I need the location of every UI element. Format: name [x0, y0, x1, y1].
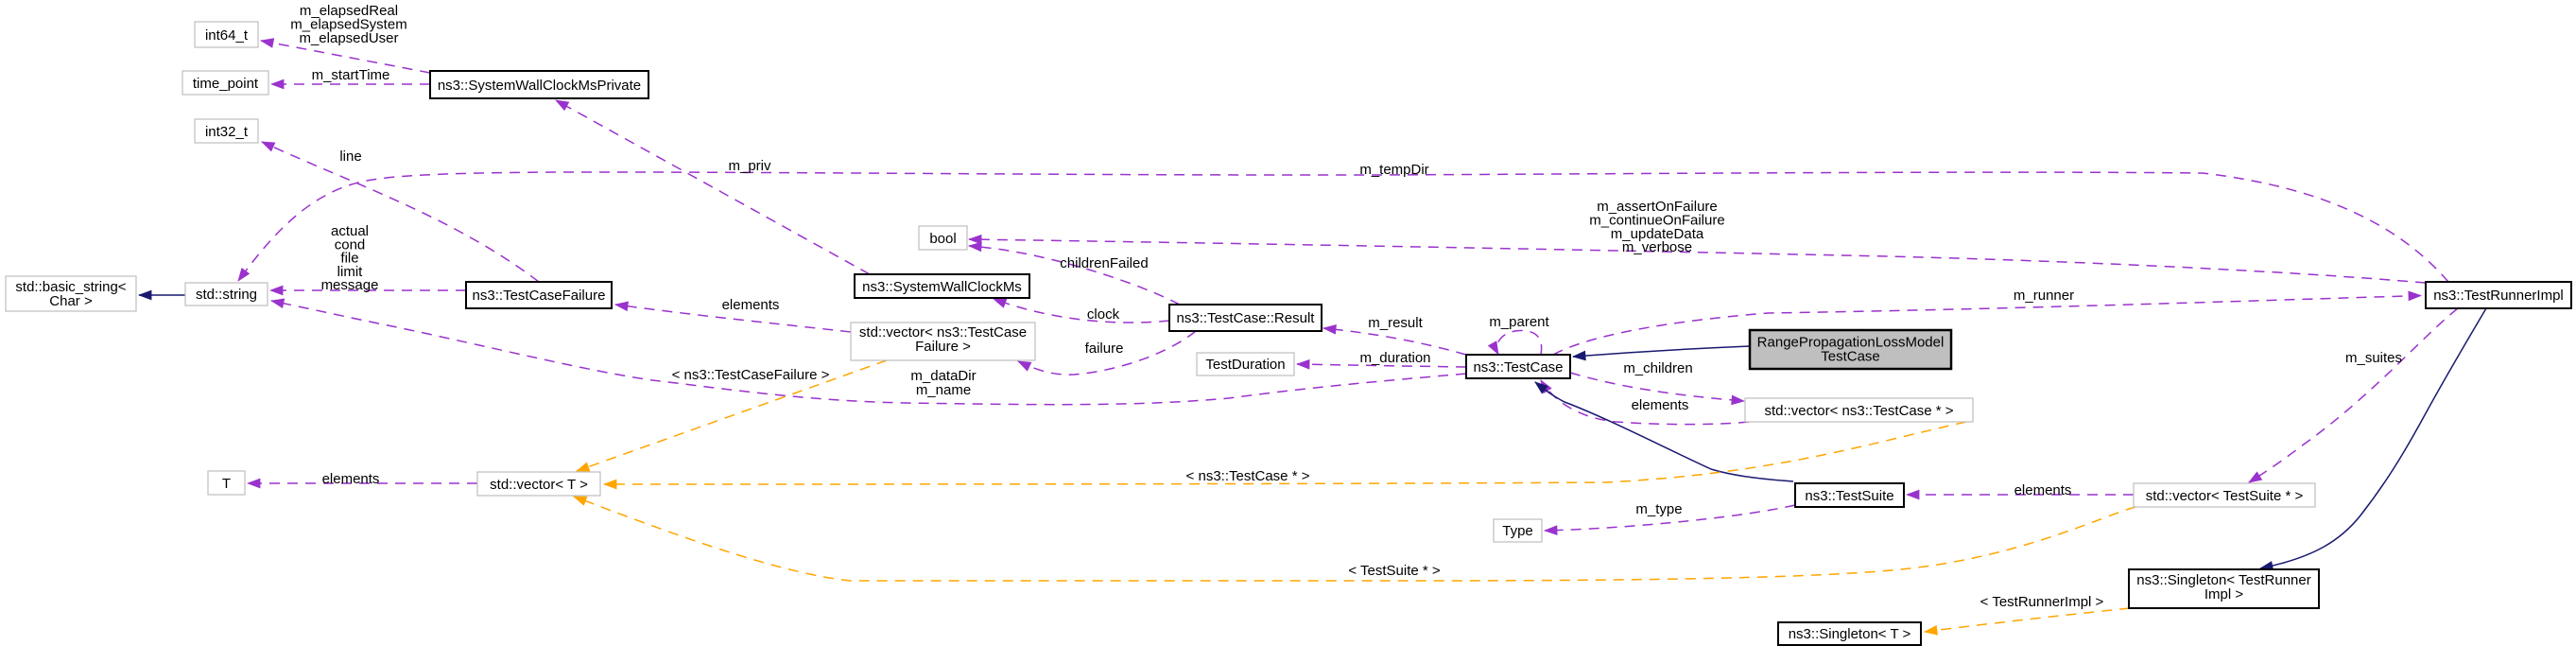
svg-text:clock: clock: [1087, 306, 1120, 323]
svg-text:< TestRunnerImpl >: < TestRunnerImpl >: [1980, 594, 2104, 610]
svg-text:m_suites: m_suites: [2345, 350, 2402, 366]
svg-text:std::basic_string<: std::basic_string<: [15, 279, 126, 295]
svg-text:std::vector< ns3::TestCase: std::vector< ns3::TestCase: [859, 324, 1027, 340]
svg-text:m_name: m_name: [916, 382, 971, 398]
svg-text:elements: elements: [1632, 397, 1689, 413]
svg-text:m_duration: m_duration: [1359, 350, 1430, 366]
svg-text:bool: bool: [929, 231, 956, 247]
svg-text:m_updateData: m_updateData: [1611, 226, 1704, 242]
svg-text:ns3::Singleton< TestRunner: ns3::Singleton< TestRunner: [2136, 572, 2310, 588]
svg-text:int32_t: int32_t: [205, 124, 249, 140]
svg-text:cond: cond: [335, 237, 366, 253]
svg-text:limit: limit: [337, 264, 363, 280]
svg-text:time_point: time_point: [193, 76, 259, 92]
svg-text:TestDuration: TestDuration: [1205, 357, 1285, 373]
svg-text:elements: elements: [2014, 482, 2072, 498]
svg-text:actual: actual: [331, 223, 369, 239]
svg-text:failure: failure: [1085, 340, 1124, 357]
svg-text:ns3::SystemWallClockMs: ns3::SystemWallClockMs: [862, 279, 1022, 295]
svg-text:int64_t: int64_t: [205, 27, 249, 44]
svg-text:ns3::SystemWallClockMsPrivate: ns3::SystemWallClockMsPrivate: [438, 78, 641, 94]
svg-text:message: message: [321, 277, 379, 293]
svg-text:ns3::TestCase::Result: ns3::TestCase::Result: [1177, 310, 1316, 326]
svg-text:m_verbose: m_verbose: [1622, 239, 1692, 255]
svg-text:m_tempDir: m_tempDir: [1359, 162, 1428, 178]
svg-text:ns3::TestCase: ns3::TestCase: [1473, 359, 1563, 375]
svg-text:elements: elements: [722, 297, 780, 313]
svg-text:m_elapsedSystem: m_elapsedSystem: [290, 17, 406, 33]
svg-text:Failure >: Failure >: [915, 339, 971, 355]
svg-text:< TestSuite * >: < TestSuite * >: [1348, 563, 1441, 579]
svg-text:m_startTime: m_startTime: [312, 67, 390, 83]
svg-text:TestCase: TestCase: [1821, 349, 1880, 365]
svg-text:m_assertOnFailure: m_assertOnFailure: [1597, 199, 1718, 215]
svg-text:std::string: std::string: [196, 287, 257, 303]
svg-text:ns3::TestSuite: ns3::TestSuite: [1805, 488, 1893, 504]
svg-text:line: line: [339, 148, 361, 165]
svg-text:m_children: m_children: [1623, 360, 1692, 376]
svg-text:m_dataDir: m_dataDir: [910, 368, 976, 384]
svg-text:m_type: m_type: [1635, 501, 1682, 517]
svg-text:T: T: [222, 476, 231, 492]
svg-text:elements: elements: [322, 471, 380, 487]
svg-text:ns3::Singleton< T >: ns3::Singleton< T >: [1789, 626, 1911, 642]
svg-text:m_priv: m_priv: [728, 158, 771, 174]
svg-text:m_elapsedReal: m_elapsedReal: [300, 3, 398, 19]
svg-text:Type: Type: [1502, 523, 1533, 539]
svg-text:childrenFailed: childrenFailed: [1060, 255, 1148, 271]
svg-text:< ns3::TestCase * >: < ns3::TestCase * >: [1186, 468, 1310, 484]
svg-text:std::vector< T >: std::vector< T >: [490, 477, 588, 493]
svg-text:ns3::TestCaseFailure: ns3::TestCaseFailure: [473, 288, 606, 304]
svg-text:m_parent: m_parent: [1489, 314, 1549, 330]
svg-text:< ns3::TestCaseFailure >: < ns3::TestCaseFailure >: [672, 367, 830, 383]
svg-text:std::vector< TestSuite * >: std::vector< TestSuite * >: [2146, 488, 2304, 504]
svg-text:Impl >: Impl >: [2204, 586, 2244, 602]
svg-text:m_runner: m_runner: [2014, 288, 2074, 304]
svg-text:std::vector< ns3::TestCase * >: std::vector< ns3::TestCase * >: [1764, 403, 1953, 419]
svg-text:Char >: Char >: [49, 293, 93, 309]
svg-text:m_elapsedUser: m_elapsedUser: [299, 30, 398, 46]
svg-text:RangePropagationLossModel: RangePropagationLossModel: [1757, 335, 1945, 351]
svg-text:m_continueOnFailure: m_continueOnFailure: [1589, 213, 1724, 229]
svg-text:m_result: m_result: [1368, 315, 1423, 331]
svg-text:ns3::TestRunnerImpl: ns3::TestRunnerImpl: [2433, 288, 2564, 304]
svg-text:file: file: [340, 251, 358, 267]
